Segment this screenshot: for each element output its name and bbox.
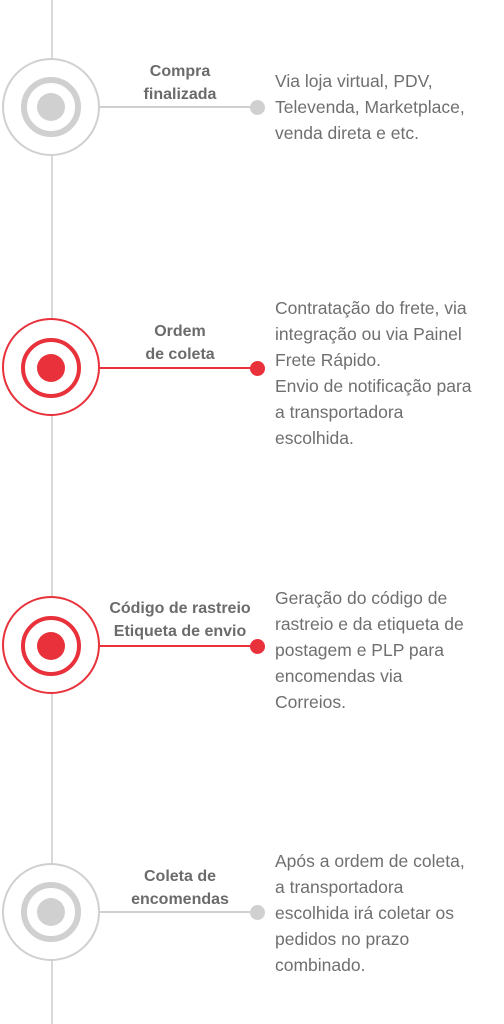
step-title: Compra finalizada [100,60,260,106]
step-description-line: a transportadora [275,402,404,422]
step-description-line: postagem e PLP para [275,640,444,660]
connector-end-dot [250,905,265,920]
step-description-line: Envio de notificação para [275,376,472,396]
step-description-line: integração ou via Painel [275,324,462,344]
step-title-line: Etiqueta de envio [113,623,247,640]
step-description-line: a transportadora [275,877,404,897]
step-description: Via loja virtual, PDV, Televenda, Market… [275,68,501,146]
step-description-line: venda direta e etc. [275,123,419,143]
step-description-line: pedidos no prazo [275,929,410,949]
step-connector [100,645,258,647]
step-title: Código de rastreio Etiqueta de envio [95,597,265,643]
step-marker-inner-ring [21,882,81,942]
step-connector [100,367,258,369]
step-description-line: rastreio e da etiqueta de [275,614,464,634]
connector-end-dot [250,361,265,376]
step-description-line: Via loja virtual, PDV, [275,71,433,91]
step-title-line: Ordem [154,323,206,340]
step-title-line: finalizada [143,86,217,103]
step-title-line: Coleta de [143,868,216,885]
step-description-line: escolhida irá coletar os [275,903,454,923]
step-marker-dot [37,354,65,382]
step-description-line: combinado. [275,955,366,975]
timeline-line [51,0,53,1024]
step-title-line: encomendas [131,891,229,908]
step-description-line: escolhida. [275,428,354,448]
step-marker-dot [37,93,65,121]
connector-end-dot [250,639,265,654]
step-description-line: Correios. [275,692,346,712]
step-description-line: Frete Rápido. [275,350,382,370]
step-marker-dot [37,898,65,926]
step-title-line: Código de rastreio [109,600,251,617]
step-description-line: Geração do código de [275,588,448,608]
step-marker-dot [37,632,65,660]
step-connector [100,911,258,913]
step-connector [100,106,258,108]
step-title: Ordem de coleta [100,320,260,366]
step-description-line: Televenda, Marketplace, [275,97,465,117]
step-title: Coleta de encomendas [100,865,260,911]
step-description: Geração do código de rastreio e da etiqu… [275,585,501,715]
step-description-line: Após a ordem de coleta, [275,851,465,871]
step-description-line: Contratação do frete, via [275,298,467,318]
step-marker-inner-ring [21,616,81,676]
step-title-line: de coleta [145,346,215,363]
connector-end-dot [250,100,265,115]
step-description-line: encomendas via [275,666,403,686]
step-title-line: Compra [149,63,211,80]
step-description: Após a ordem de coleta, a transportadora… [275,848,501,978]
step-description: Contratação do frete, via integração ou … [275,295,501,451]
